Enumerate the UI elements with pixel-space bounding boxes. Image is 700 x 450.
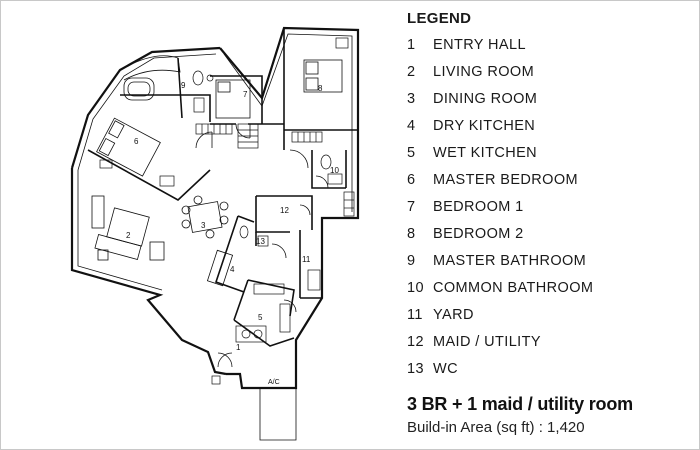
legend-item-label: WET KITCHEN <box>433 145 538 161</box>
legend-item-label: LIVING ROOM <box>433 64 535 80</box>
wardrobes <box>195 123 323 149</box>
room-label-2: 2 <box>126 231 131 240</box>
legend-item-label: YARD <box>433 307 474 323</box>
ac-ledge <box>259 388 297 441</box>
legend-item: 8 BEDROOM 2 <box>407 221 692 248</box>
legend-item-label: MAID / UTILITY <box>433 334 541 350</box>
build-in-area: Build-in Area (sq ft) : 1,420 <box>407 419 585 436</box>
legend-item-number: 3 <box>407 91 416 107</box>
legend-item: 4 DRY KITCHEN <box>407 113 692 140</box>
room-labels: 1 2 3 4 5 6 7 8 9 10 11 12 13 A/C <box>126 81 339 386</box>
legend-item-number: 11 <box>407 307 423 323</box>
room-label-10: 10 <box>330 166 339 175</box>
legend-item-number: 6 <box>407 172 416 188</box>
legend-item-label: MASTER BATHROOM <box>433 253 587 269</box>
legend-item-number: 4 <box>407 118 416 134</box>
legend-item-label: BEDROOM 1 <box>433 199 524 215</box>
legend-item-label: BEDROOM 2 <box>433 226 524 242</box>
room-label-11: 11 <box>302 255 311 264</box>
room-label-12: 12 <box>280 206 289 215</box>
room-label-3: 3 <box>201 221 206 230</box>
legend-item-number: 2 <box>407 64 416 80</box>
legend-item: 7 BEDROOM 1 <box>407 194 692 221</box>
legend-item: 3 DINING ROOM <box>407 86 692 113</box>
legend: LEGEND 1 ENTRY HALL 2 LIVING ROOM 3 DINING … <box>407 8 692 383</box>
legend-item-number: 10 <box>407 280 424 296</box>
room-label-1: 1 <box>236 343 241 352</box>
interior-walls <box>87 28 358 347</box>
unit-summary: 3 BR + 1 maid / utility room <box>407 394 633 414</box>
legend-item: 9 MASTER BATHROOM <box>407 248 692 275</box>
legend-item-label: COMMON BATHROOM <box>433 280 594 296</box>
room-label-6: 6 <box>134 137 139 146</box>
legend-item-number: 8 <box>407 226 416 242</box>
legend-list: 1 ENTRY HALL 2 LIVING ROOM 3 DINING ROOM 4 D… <box>407 32 692 383</box>
legend-item-label: MASTER BEDROOM <box>433 172 578 188</box>
legend-item-label: DRY KITCHEN <box>433 118 536 134</box>
room-label-4: 4 <box>230 265 235 274</box>
living-furniture <box>91 195 234 287</box>
room-label-7: 7 <box>243 90 248 99</box>
legend-item-label: WC <box>433 361 458 377</box>
bay-window <box>119 55 181 101</box>
legend-item: 10 COMMON BATHROOM <box>407 275 692 302</box>
legend-item-label: DINING ROOM <box>433 91 538 107</box>
legend-item: 6 MASTER BEDROOM <box>407 167 692 194</box>
legend-item-label: ENTRY HALL <box>433 37 526 53</box>
beds <box>96 59 343 177</box>
legend-item-number: 12 <box>407 334 424 350</box>
doors <box>195 123 329 368</box>
legend-item-number: 5 <box>407 145 416 161</box>
legend-item: 12 MAID / UTILITY <box>407 329 692 356</box>
legend-item: 5 WET KITCHEN <box>407 140 692 167</box>
room-label-5: 5 <box>258 313 263 322</box>
ac-label: A/C <box>268 379 280 386</box>
kitchen-counters <box>99 159 355 385</box>
legend-item: 13 WC <box>407 356 692 383</box>
legend-item-number: 1 <box>407 37 416 53</box>
legend-item-number: 13 <box>407 361 424 377</box>
legend-item-number: 7 <box>407 199 416 215</box>
bathroom-fixtures <box>192 37 349 247</box>
room-label-9: 9 <box>181 81 186 90</box>
room-label-13: 13 <box>256 237 265 246</box>
floor-plan: 1 2 3 4 5 6 7 8 9 10 11 12 13 A/C <box>70 26 360 441</box>
room-label-8: 8 <box>318 84 323 93</box>
legend-item: 11 YARD <box>407 302 692 329</box>
legend-title: LEGEND <box>407 10 472 27</box>
legend-item: 2 LIVING ROOM <box>407 59 692 86</box>
legend-item: 1 ENTRY HALL <box>407 32 692 59</box>
legend-item-number: 9 <box>407 253 416 269</box>
